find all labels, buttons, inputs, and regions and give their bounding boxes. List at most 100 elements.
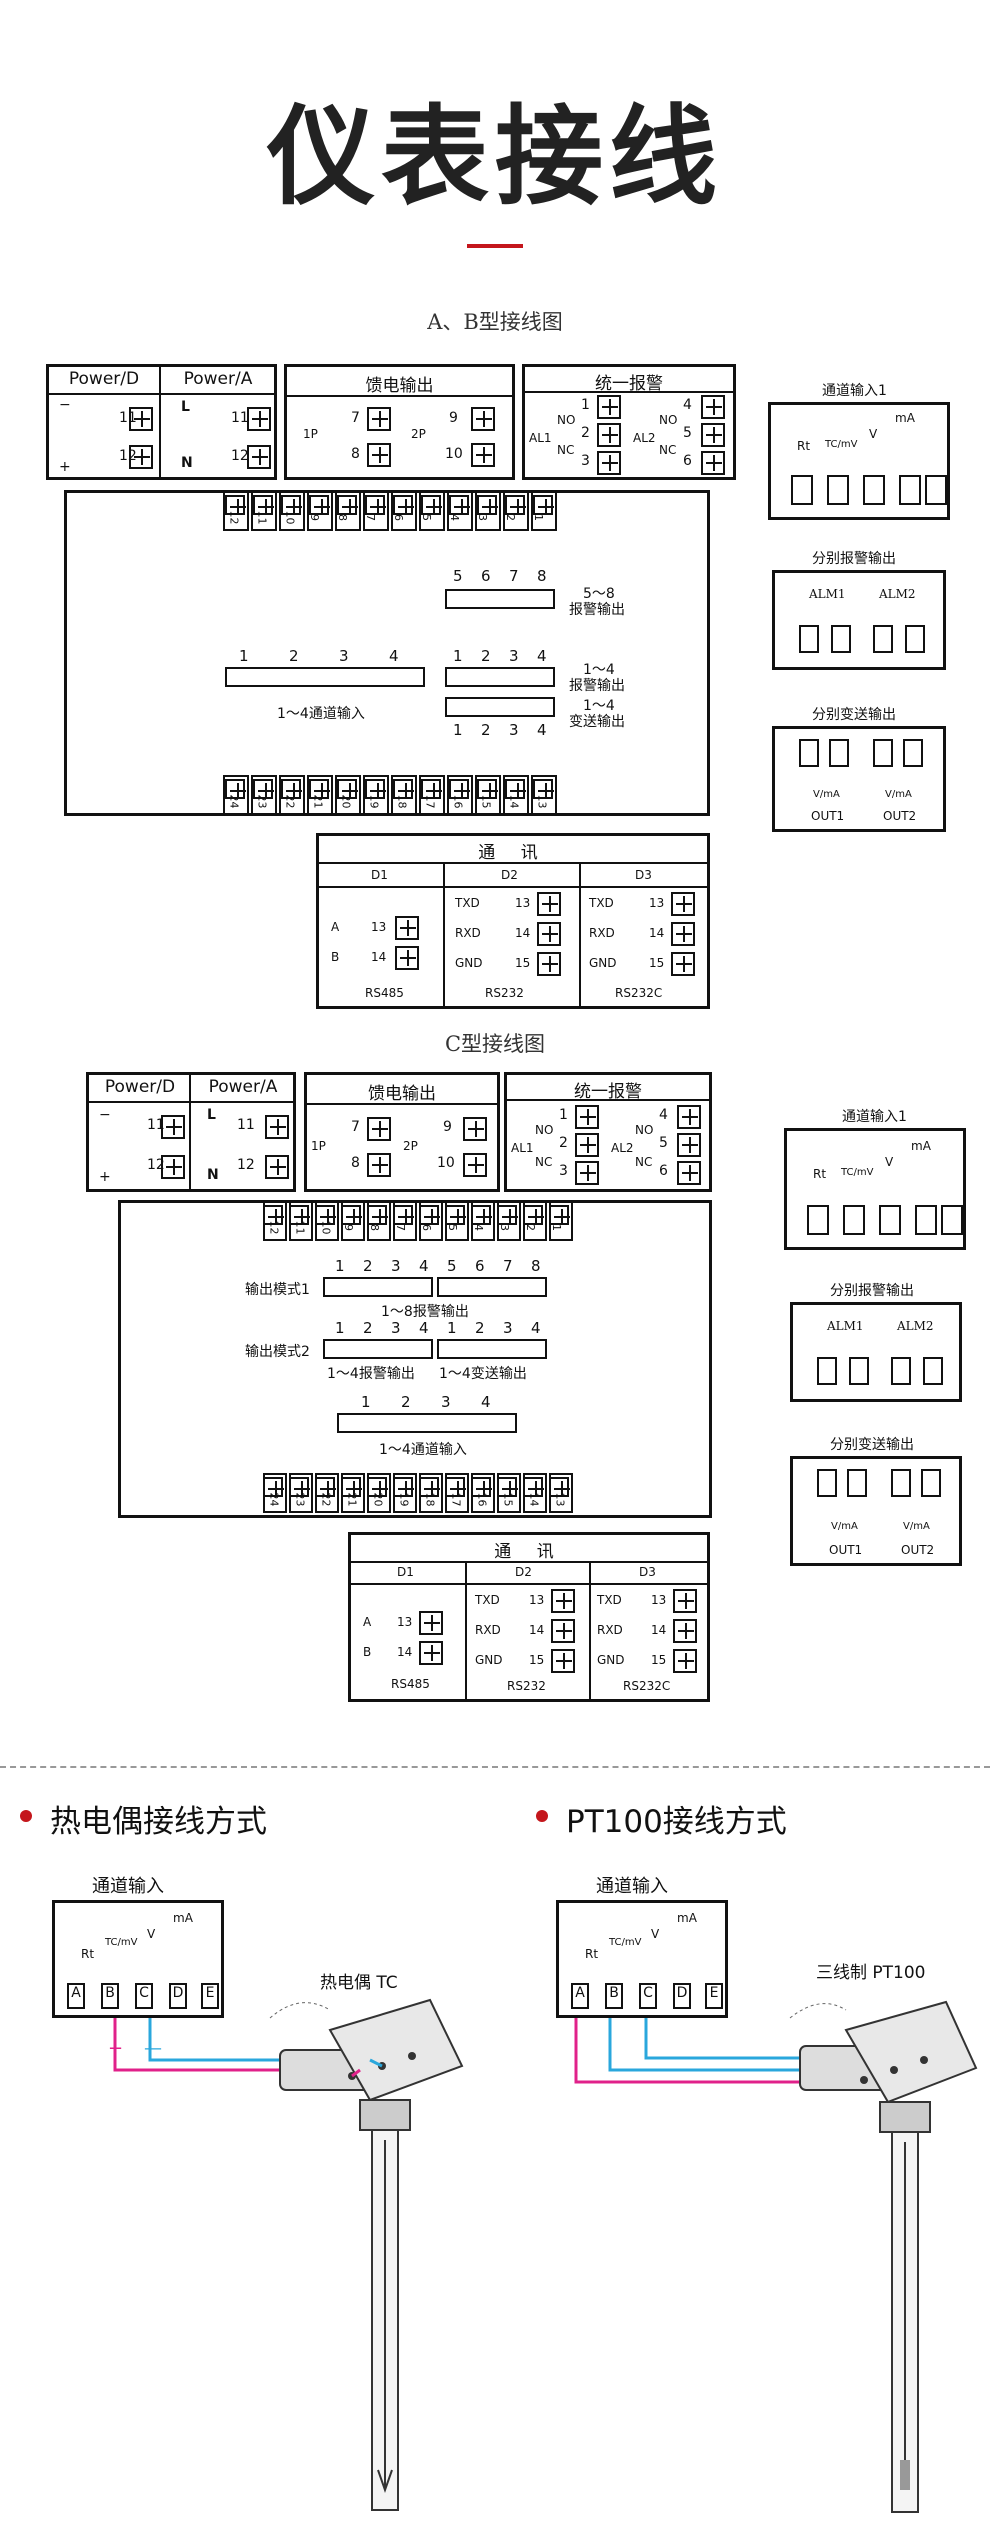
terminal-icon	[549, 1477, 570, 1497]
term-label: 15	[649, 956, 665, 970]
no-label: NO	[535, 1123, 554, 1137]
terminal-cell: 2	[523, 1201, 547, 1241]
terminal-icon	[419, 1205, 440, 1225]
term-label: 15	[651, 1653, 667, 1667]
rt-label: Rt	[81, 1947, 95, 1961]
terminal-icon	[393, 495, 414, 515]
pin-number: 2	[401, 1393, 411, 1411]
terminal-number: 9	[342, 1224, 355, 1231]
terminal-number: 7	[364, 514, 377, 521]
terminal-a: A	[571, 1983, 589, 2009]
terminal-icon	[597, 451, 621, 475]
trans-14-label: 变送输出	[569, 714, 625, 730]
terminal-icon	[365, 495, 386, 515]
terminal-icon	[367, 1205, 388, 1225]
terminal-icon	[289, 1477, 310, 1497]
gnd-label: GND	[597, 1653, 625, 1667]
alarm-14-range: 1～4	[583, 662, 615, 678]
nc-label: NC	[557, 443, 575, 457]
d3-label: D3	[635, 868, 652, 882]
terminal-c: C	[135, 1983, 153, 2009]
terminal-number: 4	[448, 514, 461, 521]
pin-number: 2	[363, 1257, 373, 1275]
ma-label: mA	[173, 1911, 193, 1925]
section-divider	[0, 1766, 990, 1768]
mode2-label-a: 1～4报警输出	[327, 1366, 415, 1382]
term-label: 14	[371, 950, 387, 964]
terminal-icon	[471, 443, 495, 467]
terminal-cell: 14	[503, 775, 529, 815]
terminal-number: 1	[532, 514, 545, 521]
terminal-number: 5	[420, 514, 433, 521]
terminal-icon	[225, 779, 246, 799]
bullet-dot-icon	[20, 1810, 32, 1822]
pin-number: 1	[361, 1393, 371, 1411]
terminal-icon	[671, 892, 695, 916]
terminal-cell: 19	[393, 1473, 417, 1513]
pin-number: 3	[391, 1319, 401, 1337]
nc-label: NC	[535, 1155, 553, 1169]
terminal-icon	[419, 1477, 440, 1497]
terminal-cell: 11	[289, 1201, 313, 1241]
term-label: 3	[559, 1163, 568, 1179]
terminal-icon	[673, 1589, 697, 1613]
term-label: 11	[147, 1117, 165, 1133]
pin-number: 5	[453, 567, 463, 585]
terminal-e: E	[705, 1983, 723, 2009]
terminal-icon	[575, 1105, 599, 1129]
term-label: 13	[651, 1593, 667, 1607]
mode1-label: 1～8报警输出	[381, 1304, 469, 1320]
terminal-icon	[367, 1117, 391, 1141]
pin-number: 2	[363, 1319, 373, 1337]
alarm-58-label: 报警输出	[569, 602, 625, 618]
terminal-cell: 23	[289, 1473, 313, 1513]
terminal-icon	[247, 445, 271, 469]
terminal-number: 9	[308, 514, 321, 521]
v-label: V	[869, 427, 878, 441]
terminal-cell: 17	[419, 775, 445, 815]
b-label: B	[331, 950, 340, 964]
rs232c-label: RS232C	[623, 1679, 671, 1693]
terminal-cell: 9	[307, 491, 333, 531]
tc-channel-box: Rt TC/mV V mA A B C D E	[52, 1900, 224, 2018]
ab-comm-box: 通 讯 D1 D2 D3 A 13 B 14 RS485 TXD 13 RXD …	[316, 833, 710, 1009]
term-label: 9	[443, 1119, 452, 1135]
term-label: 10	[445, 446, 463, 462]
terminal-cell: 16	[471, 1473, 495, 1513]
pin-number: 6	[481, 567, 491, 585]
txd-label: TXD	[597, 1593, 622, 1607]
pin-number: 8	[531, 1257, 541, 1275]
pin-number: 4	[537, 721, 547, 739]
d2-label: D2	[515, 1565, 532, 1579]
terminal-icon	[449, 495, 470, 515]
pin-number: 3	[339, 647, 349, 665]
unified-alarm-label: 统一报警	[595, 374, 663, 394]
pin-number: 6	[475, 1257, 485, 1275]
unified-alarm-label: 统一报警	[574, 1082, 642, 1102]
gnd-label: GND	[589, 956, 617, 970]
terminal-number: 7	[394, 1224, 407, 1231]
term-label: 6	[683, 453, 692, 469]
v-label: V	[885, 1155, 894, 1169]
side-sep-alarm-title: 分别报警输出	[830, 1283, 914, 1299]
txd-label: TXD	[589, 896, 614, 910]
term-label: 7	[351, 410, 360, 426]
term-label: 14	[529, 1623, 545, 1637]
rxd-label: RXD	[455, 926, 481, 940]
comm-title: 通 讯	[478, 843, 548, 863]
terminal-icon	[673, 1649, 697, 1673]
comm-title: 通 讯	[494, 1542, 564, 1562]
c-comm-box: 通 讯 D1 D2 D3 A 13 B 14 RS485 TXD 13 RXD …	[348, 1532, 710, 1702]
c-side-channel-input-box: Rt TC/mV V mA	[784, 1128, 966, 1250]
pin-number: 2	[481, 647, 491, 665]
terminal-number: 8	[336, 514, 349, 521]
alarm-58-range: 5～8	[583, 586, 615, 602]
term-label: 12	[231, 448, 249, 464]
terminal-icon	[677, 1105, 701, 1129]
term-label: 2	[559, 1135, 568, 1151]
terminal-number: 2	[504, 514, 517, 521]
terminal-cell: 16	[447, 775, 473, 815]
pin-number: 2	[289, 647, 299, 665]
v-label: V	[651, 1927, 660, 1941]
